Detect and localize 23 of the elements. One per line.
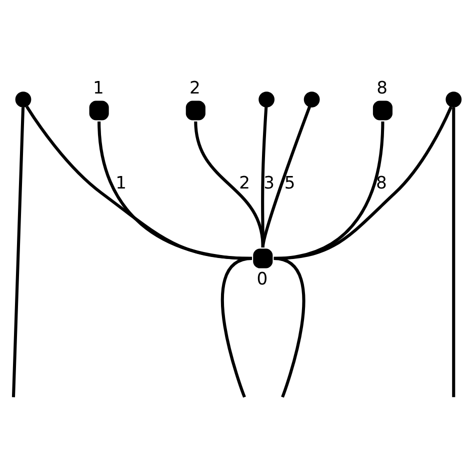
edge-label: 1 (116, 172, 127, 193)
connector (12, 106, 25, 397)
connector (452, 106, 456, 397)
edge-label: 2 (239, 172, 250, 193)
node-circle (253, 248, 273, 268)
edge-label: 8 (376, 172, 387, 193)
node-circle (186, 100, 206, 120)
connector (261, 106, 311, 248)
node-label: 2 (190, 78, 200, 98)
connector (274, 256, 306, 398)
node-circle (15, 91, 32, 107)
node-circle (258, 91, 275, 107)
node-circle (372, 100, 392, 120)
edge-label: 5 (284, 172, 296, 193)
node-circle (89, 100, 109, 120)
node-circle (446, 91, 462, 107)
connector (261, 106, 268, 247)
edge-label: 3 (264, 172, 274, 193)
connector (221, 256, 252, 398)
node-circle (304, 91, 320, 107)
node-label: 1 (92, 78, 104, 98)
node-label: 0 (256, 268, 268, 289)
node-label: 8 (376, 78, 388, 98)
